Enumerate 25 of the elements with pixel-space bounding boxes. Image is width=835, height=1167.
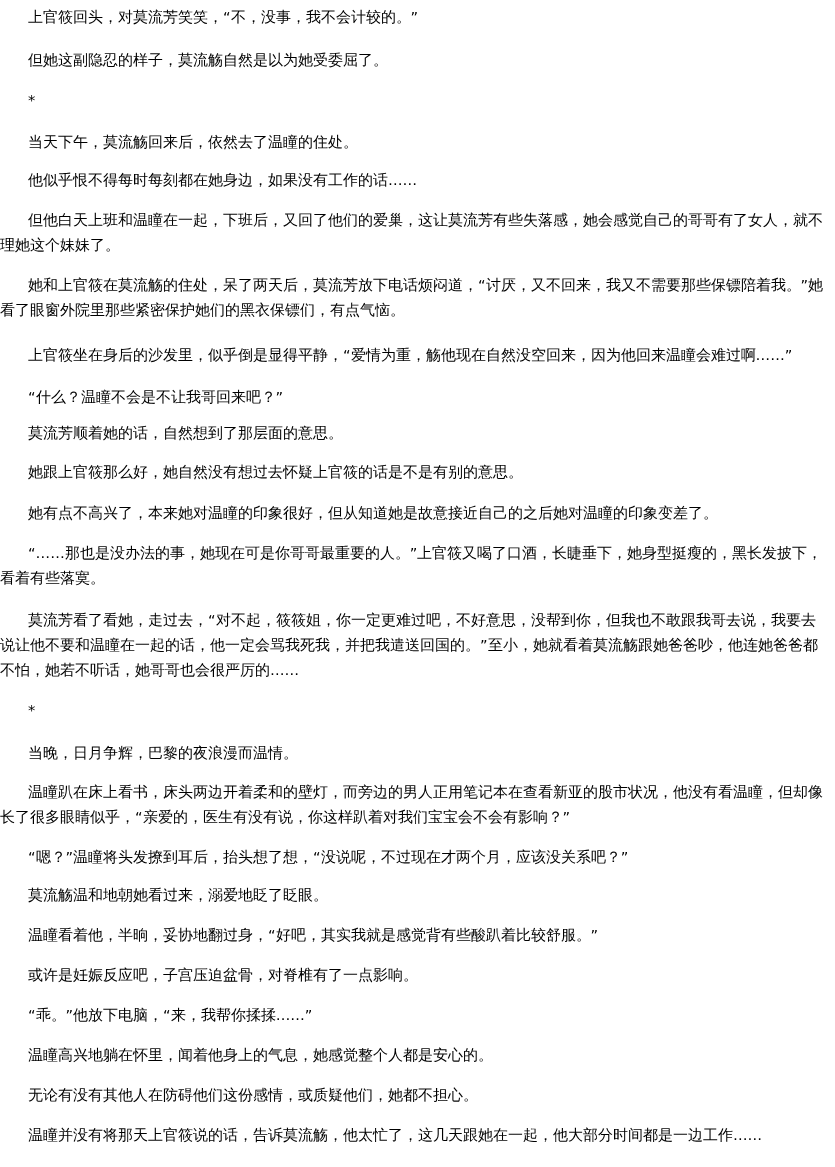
paragraph-text: 她有点不高兴了，本来她对温瞳的印象很好，但从知道她是故意接近自己的之后她对温瞳的印象变差了。 [27,503,719,523]
section-break-mark: * [27,90,36,110]
paragraph-text: 上官筱坐在身后的沙发里，似乎倒是显得平静，“爱情为重，觞他现在自然没空回来，因为他回来温瞳会难过啊……” [27,345,794,365]
paragraph-text: 或许是妊娠反应吧，子宫压迫盆骨，对脊椎有了一点影响。 [27,965,419,985]
paragraph-text: “……那也是没办法的事，她现在可是你哥哥最重要的人。”上官筱又喝了口酒，长睫垂下，她身型挺瘦的，黑长发披下，看着有些落寞。 [0,543,824,588]
paragraph-text: 但她这副隐忍的样子，莫流觞自然是以为她受委屈了。 [27,50,389,70]
paragraph-text: 温瞳看着他，半晌，妥协地翻过身，“好吧，其实我就是感觉背有些酸趴着比较舒服。” [27,925,600,945]
paragraph-text: 莫流芳看了看她，走过去，“对不起，筱筱姐，你一定更难过吧，不好意思，没帮到你，但我也不敢跟我哥去说，我要去说让他不要和温瞳在一起的话，他一定会骂我死我，并把我遣送回国的。”至小，她就看着莫流觞跟她爸爸吵，他连她爸爸都不怕，她若不听话，她哥哥也会很严厉的…… [0,610,819,680]
paragraph-text: 无论有没有其他人在防碍他们这份感情，或质疑他们，她都不担心。 [27,1085,479,1105]
paragraph-text: 他似乎恨不得每时每刻都在她身边，如果没有工作的话…… [27,170,419,190]
paragraph-text: 温瞳趴在床上看书，床头两边开着柔和的壁灯，而旁边的男人正用笔记本在查看新亚的股市状况，他没有看温瞳，但却像长了很多眼睛似乎，“亲爱的，医生有没有说，你这样趴着对我们宝宝会不会有影响？” [0,782,824,827]
paragraph-text: 她跟上官筱那么好，她自然没有想过去怀疑上官筱的话是不是有别的意思。 [27,462,524,482]
paragraph-text: 莫流觞温和地朝她看过来，溺爱地眨了眨眼。 [27,885,329,905]
paragraph-text: 当晚，日月争辉，巴黎的夜浪漫而温情。 [27,743,299,763]
paragraph-text: “嗯？”温瞳将头发撩到耳后，抬头想了想，“没说呢，不过现在才两个月，应该没关系吧？” [27,847,630,867]
section-break-mark: * [27,700,36,720]
paragraph-text: 温瞳高兴地躺在怀里，闻着他身上的气息，她感觉整个人都是安心的。 [27,1045,494,1065]
paragraph-text: 上官筱回头，对莫流芳笑笑，“不，没事，我不会计较的。” [27,7,420,27]
paragraph-text: “什么？温瞳不会是不让我哥回来吧？” [27,387,285,407]
paragraph-text: 莫流芳顺着她的话，自然想到了那层面的意思。 [27,423,344,443]
paragraph-text: “乖。”他放下电脑，“来，我帮你揉揉……” [27,1005,314,1025]
paragraph-text: 她和上官筱在莫流觞的住处，呆了两天后，莫流芳放下电话烦闷道，“讨厌，又不回来，我又不需要那些保镖陪着我。”她看了眼窗外院里那些紧密保护她们的黑衣保镖们，有点气恼。 [0,275,825,320]
paragraph-text: 但他白天上班和温瞳在一起，下班后，又回了他们的爱巢，这让莫流芳有些失落感，她会感觉自己的哥哥有了女人，就不理她这个妹妹了。 [0,210,824,255]
paragraph-text: 温瞳并没有将那天上官筱说的话，告诉莫流觞，他太忙了，这几天跟她在一起，他大部分时间都是一边工作…… [27,1125,764,1145]
paragraph-text: 当天下午，莫流觞回来后，依然去了温瞳的住处。 [27,132,359,152]
